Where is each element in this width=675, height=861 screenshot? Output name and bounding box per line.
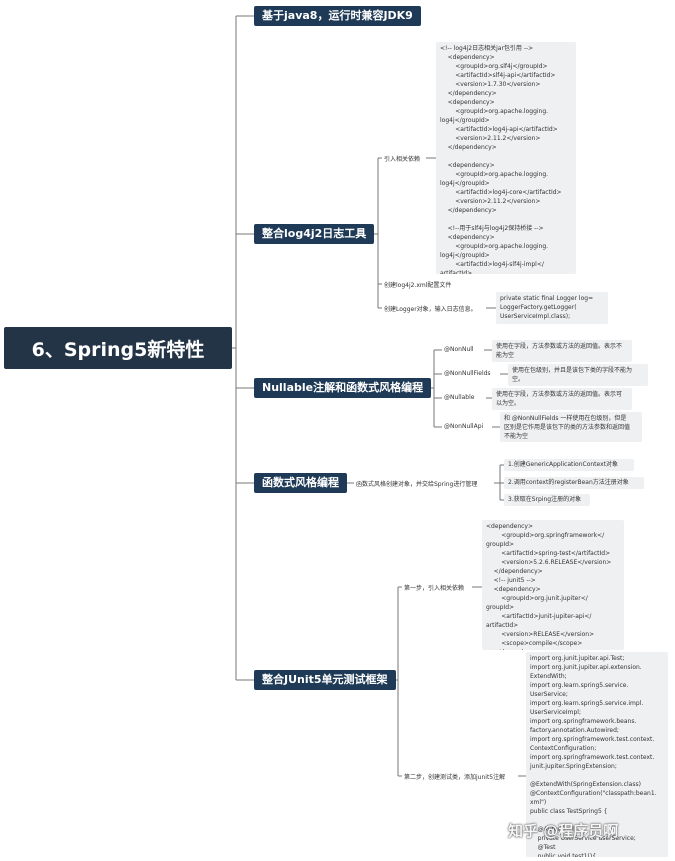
junit5-test-class-code: import org.junit.jupiter.api.Test; impor… — [526, 652, 668, 857]
nullable-desc: 使用在字段，方法参数或方法的返回值。表示可 以为空。 — [492, 388, 632, 410]
nonnullfields-desc: 使用在包级别，并且是该包下类的字段不能为 空。 — [508, 364, 648, 386]
nonnull-desc: 使用在字段，方法参数或方法的返回值。表示不 能为空 — [492, 340, 632, 362]
junit5-dependency-code: <dependency> <groupId>org.springframewor… — [482, 520, 624, 650]
functional-step-3: 3.获取在Srping注册的对象 — [504, 494, 590, 506]
log4j2-logger-code: private static final Logger log= LoggerF… — [496, 292, 608, 324]
functional-create-object: 函数式风格创建对象，并交给Spring进行管理 — [356, 481, 478, 488]
branch-nullable: Nullable注解和函数式风格编程 — [254, 378, 432, 398]
junit5-step-2: 第二步，创建测试类，添加junit5注解 — [404, 774, 506, 781]
log4j2-dependency-code: <!-- log4j2日志相关jar包引用 --> <dependency> <… — [436, 42, 576, 274]
annotation-nonnullapi: @NonNullApi — [444, 423, 484, 430]
root-node: 6、Spring5新特性 — [4, 327, 232, 369]
functional-step-2: 2.调用context的registerBean方法注册对象 — [504, 477, 644, 489]
junit5-step-1: 第一步，引入相关依赖 — [404, 585, 465, 592]
annotation-nullable: @Nullable — [444, 394, 475, 401]
functional-step-1: 1.创建GenericApplicationContext对象 — [504, 459, 634, 471]
branch-java8: 基于java8，运行时兼容JDK9 — [254, 6, 421, 26]
log4j2-step-logger: 创建Logger对象，输入日志信息。 — [384, 306, 477, 313]
branch-junit5: 整合JUnit5单元测试框架 — [254, 670, 396, 690]
log4j2-step-dependency: 引入相关依赖 — [384, 156, 421, 163]
branch-functional: 函数式风格编程 — [254, 473, 347, 493]
annotation-nonnull: @NonNull — [444, 346, 474, 353]
log4j2-step-config: 创建log4j2.xml配置文件 — [384, 282, 452, 289]
watermark: 知乎 @程序员啊 — [508, 822, 619, 840]
branch-log4j2: 整合log4j2日志工具 — [254, 224, 375, 244]
nonnullapi-desc: 和 @NonNullFields 一样使用在包级别，但是 区别是它作用是该包下的… — [500, 412, 642, 442]
annotation-nonnullfields: @NonNullFields — [444, 370, 491, 377]
